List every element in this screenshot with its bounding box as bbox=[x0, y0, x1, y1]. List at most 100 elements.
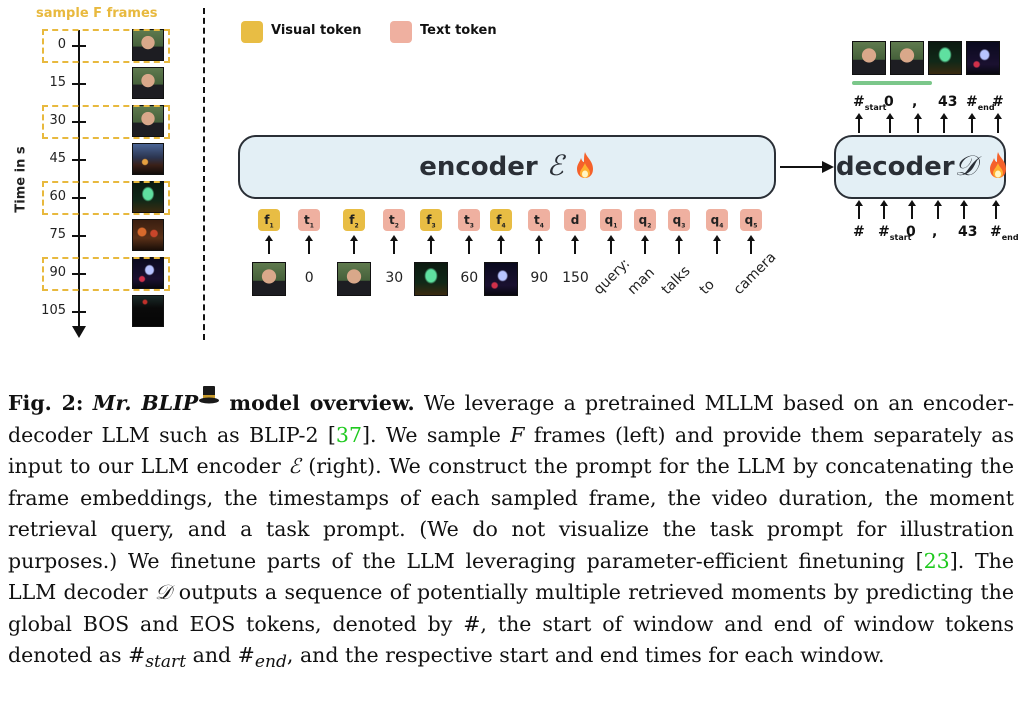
text-token: d bbox=[564, 209, 586, 231]
text-token: q2 bbox=[634, 209, 656, 231]
decoder-input-token: #end bbox=[990, 224, 1019, 242]
video-frame-thumbnail bbox=[132, 29, 164, 61]
token-main: 43 bbox=[938, 94, 958, 110]
legend-text-token: Text token bbox=[420, 23, 497, 38]
top-hat-icon bbox=[199, 386, 220, 404]
decoder-input-arrow bbox=[855, 200, 863, 219]
decoder-label: decoder bbox=[836, 152, 955, 182]
token-main: # bbox=[853, 94, 865, 110]
time-tick bbox=[72, 83, 86, 85]
encoder-label: encoder bbox=[419, 152, 538, 182]
figure-caption: Fig. 2: Mr. BLIP model overview. We leve… bbox=[8, 384, 1014, 679]
token-name: f bbox=[349, 213, 355, 227]
input-arrow bbox=[390, 235, 398, 254]
token-name: f bbox=[264, 213, 270, 227]
token-subscript: 4 bbox=[501, 222, 506, 230]
input-frame-thumbnail bbox=[252, 262, 286, 296]
decoder-block: decoder𝒟 bbox=[834, 135, 1007, 199]
caption-body: We leverage a pretrained MLLM based on a… bbox=[8, 391, 1014, 672]
time-tick-label: 45 bbox=[49, 151, 66, 166]
citation-link[interactable]: 23 bbox=[923, 548, 950, 573]
decoder-input-token: # bbox=[853, 224, 865, 240]
output-arrow bbox=[940, 113, 948, 133]
token-subscript: 2 bbox=[394, 222, 399, 230]
caption-text: , and the respective start and end times… bbox=[286, 643, 885, 667]
sampled-frame-box bbox=[42, 181, 170, 215]
input-arrow bbox=[535, 235, 543, 254]
decoder-input-arrow bbox=[908, 200, 916, 219]
output-arrow bbox=[994, 113, 1002, 133]
token-subscript: 4 bbox=[719, 222, 724, 230]
video-frame-thumbnail bbox=[132, 143, 164, 175]
input-arrow bbox=[641, 235, 649, 254]
time-tick bbox=[72, 311, 86, 313]
legend-visual-token: Visual token bbox=[271, 23, 362, 38]
decoder-input-arrow bbox=[960, 200, 968, 219]
token-name: t bbox=[304, 213, 310, 227]
time-tick-label: 30 bbox=[49, 113, 66, 128]
input-arrow bbox=[497, 235, 505, 254]
time-tick bbox=[72, 273, 86, 275]
input-arrow bbox=[675, 235, 683, 254]
input-frame-thumbnail bbox=[337, 262, 371, 296]
input-arrow bbox=[607, 235, 615, 254]
token-subscript: 3 bbox=[469, 222, 474, 230]
text-token: q4 bbox=[706, 209, 728, 231]
token-subscript: 1 bbox=[309, 222, 314, 230]
encoder-to-decoder-arrow bbox=[780, 161, 834, 173]
token-input-value: query: bbox=[590, 255, 634, 298]
token-subscript: 3 bbox=[681, 222, 686, 230]
caption-text: We leverage a pretrained MLLM based on a… bbox=[8, 391, 1014, 447]
visual-token: f2 bbox=[343, 209, 365, 231]
token-input-value: 30 bbox=[385, 270, 404, 286]
token-input-value: to bbox=[696, 276, 718, 298]
time-tick-label: 105 bbox=[41, 303, 66, 318]
token-name: q bbox=[744, 213, 754, 227]
token-input-value: talks bbox=[658, 263, 694, 298]
visual-token: f3 bbox=[420, 209, 442, 231]
sampled-frame-box bbox=[42, 105, 170, 139]
citation-link[interactable]: 37 bbox=[335, 422, 363, 447]
time-axis-arrow-icon bbox=[72, 326, 86, 338]
token-subscript: 3 bbox=[431, 222, 436, 230]
decoder-output-token: #end bbox=[966, 94, 995, 112]
text-token: q5 bbox=[740, 209, 762, 231]
token-main: , bbox=[912, 94, 918, 110]
input-frame-thumbnail bbox=[414, 262, 448, 296]
token-name: d bbox=[570, 213, 580, 227]
fire-icon bbox=[990, 152, 1007, 178]
retrieved-frame-thumbnail bbox=[890, 41, 924, 75]
token-name: q bbox=[638, 213, 648, 227]
time-tick-label: 15 bbox=[49, 75, 66, 90]
token-main: # bbox=[992, 94, 1004, 110]
input-arrow bbox=[350, 235, 358, 254]
text-token: t4 bbox=[528, 209, 550, 231]
caption-text: (right). We construct the prompt for the… bbox=[8, 454, 1014, 573]
token-subscript: 2 bbox=[354, 222, 359, 230]
token-subscript: end bbox=[977, 102, 995, 112]
input-arrow bbox=[265, 235, 273, 254]
token-name: t bbox=[464, 213, 470, 227]
time-tick bbox=[72, 159, 86, 161]
time-tick-label: 60 bbox=[49, 189, 66, 204]
token-name: f bbox=[426, 213, 432, 227]
decoder-output-token: 0 bbox=[884, 94, 894, 110]
token-input-value: 60 bbox=[460, 270, 479, 286]
visual-token: f4 bbox=[490, 209, 512, 231]
decoder-output-token: #start bbox=[853, 94, 887, 112]
token-main: # bbox=[966, 94, 978, 110]
text-token: t1 bbox=[298, 209, 320, 231]
input-arrow bbox=[305, 235, 313, 254]
video-frame-thumbnail bbox=[132, 295, 164, 327]
caption-heading: model overview. bbox=[229, 391, 415, 415]
decoder-input-token: 43 bbox=[958, 224, 977, 240]
time-tick-label: 90 bbox=[49, 265, 66, 280]
text-token: q3 bbox=[668, 209, 690, 231]
decoder-symbol: 𝒟 bbox=[954, 149, 977, 182]
video-frame-thumbnail bbox=[132, 257, 164, 289]
token-main: # bbox=[853, 224, 865, 240]
fire-icon bbox=[576, 152, 593, 178]
time-axis-label: Time in s bbox=[13, 146, 29, 213]
decoder-input-arrow bbox=[934, 200, 942, 219]
output-arrow bbox=[914, 113, 922, 133]
